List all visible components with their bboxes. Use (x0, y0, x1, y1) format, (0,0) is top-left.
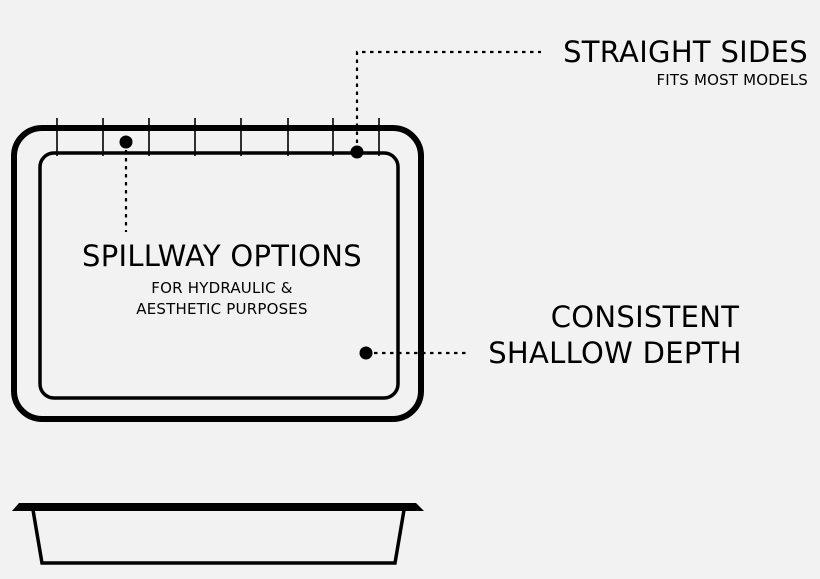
callout-dot-icon (359, 346, 373, 360)
tray-side-profile-icon (12, 503, 424, 565)
straight-sides-title: STRAIGHT SIDES (563, 35, 808, 69)
tray-profile-body (31, 509, 406, 565)
spillway-subtitle-line2: AESTHETIC PURPOSES (136, 300, 308, 318)
spillway-ticks (56, 118, 380, 156)
callout-leader-straight-sides (355, 50, 541, 151)
callout-spillway (119, 135, 133, 232)
depth-line2: SHALLOW DEPTH (488, 336, 742, 370)
tray-top-view-icon (11, 118, 424, 422)
depth-line1: CONSISTENT (550, 300, 740, 334)
tray-profile-rim (12, 503, 424, 511)
tray-inner-basin (38, 151, 400, 400)
spillway-title: SPILLWAY OPTIONS (81, 239, 363, 273)
callout-dot-icon (350, 145, 364, 159)
tray-outer-rim (11, 125, 424, 422)
straight-sides-subtitle: FITS MOST MODELS (656, 71, 808, 89)
callout-dot-icon (119, 135, 133, 149)
callout-depth (359, 346, 466, 360)
callout-straight-sides (350, 50, 541, 159)
spillway-subtitle-line1: FOR HYDRAULIC & (151, 279, 293, 297)
